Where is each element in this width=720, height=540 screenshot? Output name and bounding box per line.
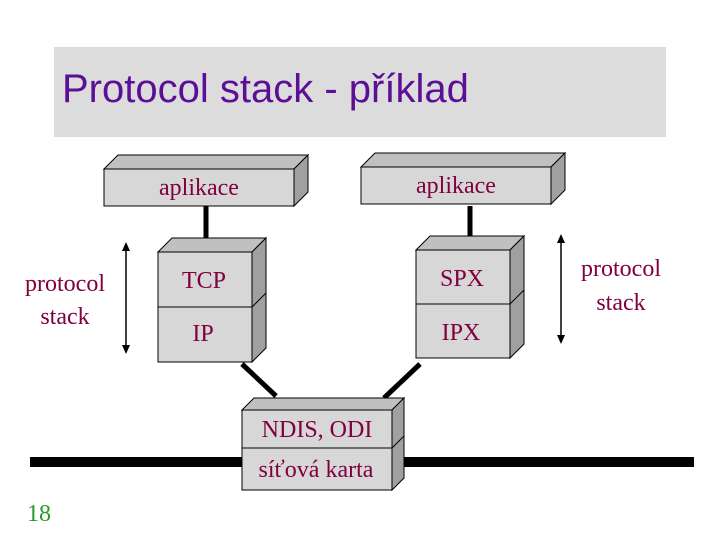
connector-ipx-ndis — [382, 362, 422, 400]
tcp-label: TCP — [182, 268, 226, 294]
spx-label: SPX — [440, 266, 484, 292]
slide-title: Protocol stack - příklad — [62, 67, 469, 111]
ip-label: IP — [192, 321, 213, 347]
right-protocol-stack: SPX IPX — [414, 234, 526, 360]
network-card-layer — [241, 447, 393, 491]
ipx-label: IPX — [442, 320, 481, 346]
left-protocol-stack: TCP IP — [156, 236, 268, 364]
ndis-odi-layer — [241, 409, 393, 449]
connector-ip-ndis — [240, 362, 278, 398]
tcp-layer — [157, 251, 253, 308]
right-stack-label-line1: protocol — [581, 256, 661, 282]
ipx-layer — [415, 303, 511, 359]
page-number: 18 — [27, 501, 51, 527]
left-application-box: aplikace — [102, 153, 310, 208]
right-application-box: aplikace — [359, 151, 567, 206]
ndis-odi-label: NDIS, ODI — [262, 417, 373, 443]
left-stack-label-line2: stack — [40, 304, 89, 330]
title-band: Protocol stack - příklad — [54, 47, 666, 137]
right-stack-label-line2: stack — [596, 290, 645, 316]
left-stack-label-line1: protocol — [25, 271, 105, 297]
spx-layer — [415, 249, 511, 305]
left-application-label: aplikace — [159, 175, 239, 201]
ip-layer — [157, 306, 253, 363]
right-stack-height-arrow — [557, 234, 565, 344]
left-stack-height-arrow — [122, 242, 130, 354]
network-card-label: síťová karta — [259, 457, 374, 483]
driver-and-card-stack: NDIS, ODI síťová karta — [240, 396, 406, 492]
right-application-label: aplikace — [416, 173, 496, 199]
